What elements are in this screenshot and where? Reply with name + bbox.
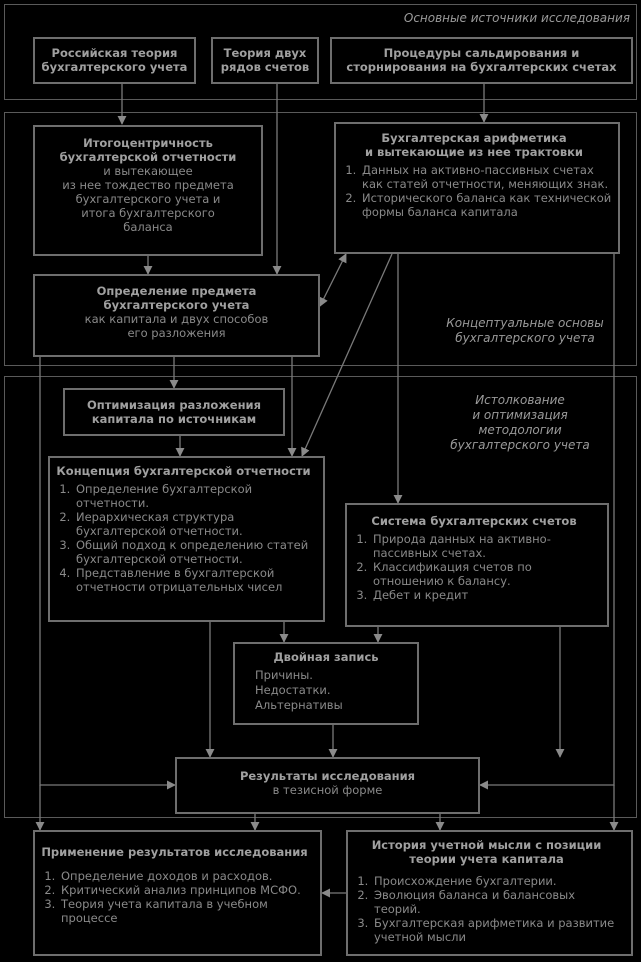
conceptual-region-label: Концептуальные основы бухгалтерского уче… <box>446 316 604 345</box>
history-box: История учетной мысли с позиции теории у… <box>346 830 633 956</box>
arithmetic-box: Бухгалтерская арифметика и вытекающие из… <box>334 122 620 254</box>
list-item: Определение бухгалтерской отчетности. <box>74 482 317 510</box>
accounts-system-list: Природа данных на активно-пассивных счет… <box>347 532 601 602</box>
list-item: Исторического баланса как технической фо… <box>360 191 612 219</box>
list-item: Общий подход к определению статей бухгал… <box>74 538 317 566</box>
application-list: Определение доходов и расходов. Критичес… <box>35 869 314 925</box>
list-item: Природа данных на активно-пассивных счет… <box>371 532 601 560</box>
russian-theory-box: Российская теория бухгалтерского учета <box>33 37 196 84</box>
list-item: Иерархическая структура бухгалтерской от… <box>74 510 317 538</box>
results-box: Результаты исследования в тезисной форме <box>175 757 480 814</box>
list-item: Критический анализ принципов МСФО. <box>59 883 314 897</box>
list-item: Дебет и кредит <box>371 588 601 602</box>
sources-region-label: Основные источники исследования <box>403 11 630 25</box>
arrow-arithmetic-to-reporting <box>301 253 393 457</box>
arrow-arithmetic-subject <box>319 253 347 307</box>
list-item: Данных на активно-пассивных счетах как с… <box>360 163 612 191</box>
optimization-box: Оптимизация разложения капитала по источ… <box>63 388 285 436</box>
reporting-concept-list: Определение бухгалтерской отчетности. Ие… <box>50 482 317 594</box>
arithmetic-list: Данных на активно-пассивных счетах как с… <box>336 163 612 219</box>
list-item: Определение доходов и расходов. <box>59 869 314 883</box>
list-item: Бухгалтерская арифметика и развитие учет… <box>372 916 625 944</box>
two-rows-box: Теория двух рядов счетов <box>211 37 319 84</box>
totality-box: Итогоцентричность бухгалтерской отчетнос… <box>33 125 263 256</box>
list-item: Классификация счетов по отношению к бала… <box>371 560 601 588</box>
double-entry-box: Двойная запись Причины. Недостатки. Альт… <box>233 642 419 725</box>
list-item: Представление в бухгалтерской отчетности… <box>74 566 317 594</box>
history-list: Происхождение бухгалтерии. Эволюция бала… <box>348 874 625 944</box>
methodology-region <box>4 376 637 818</box>
methodology-region-label: Истолкование и оптимизация методологии б… <box>450 393 590 452</box>
double-entry-lines: Причины. Недостатки. Альтернативы <box>255 668 343 712</box>
accounts-system-box: Система бухгалтерских счетов Природа дан… <box>345 503 609 627</box>
sources-region <box>4 4 637 100</box>
conceptual-region <box>4 112 637 366</box>
reporting-concept-box: Концепция бухгалтерской отчетности Опред… <box>48 456 325 622</box>
procedures-box: Процедуры сальдирования и сторнирования … <box>330 37 633 84</box>
application-box: Применение результатов исследования Опре… <box>33 830 322 956</box>
list-item: Эволюция баланса и балансовых теорий. <box>372 888 625 916</box>
subject-box: Определение предмета бухгалтерского учет… <box>33 274 320 357</box>
list-item: Теория учета капитала в учебном процессе <box>59 897 314 925</box>
list-item: Происхождение бухгалтерии. <box>372 874 625 888</box>
